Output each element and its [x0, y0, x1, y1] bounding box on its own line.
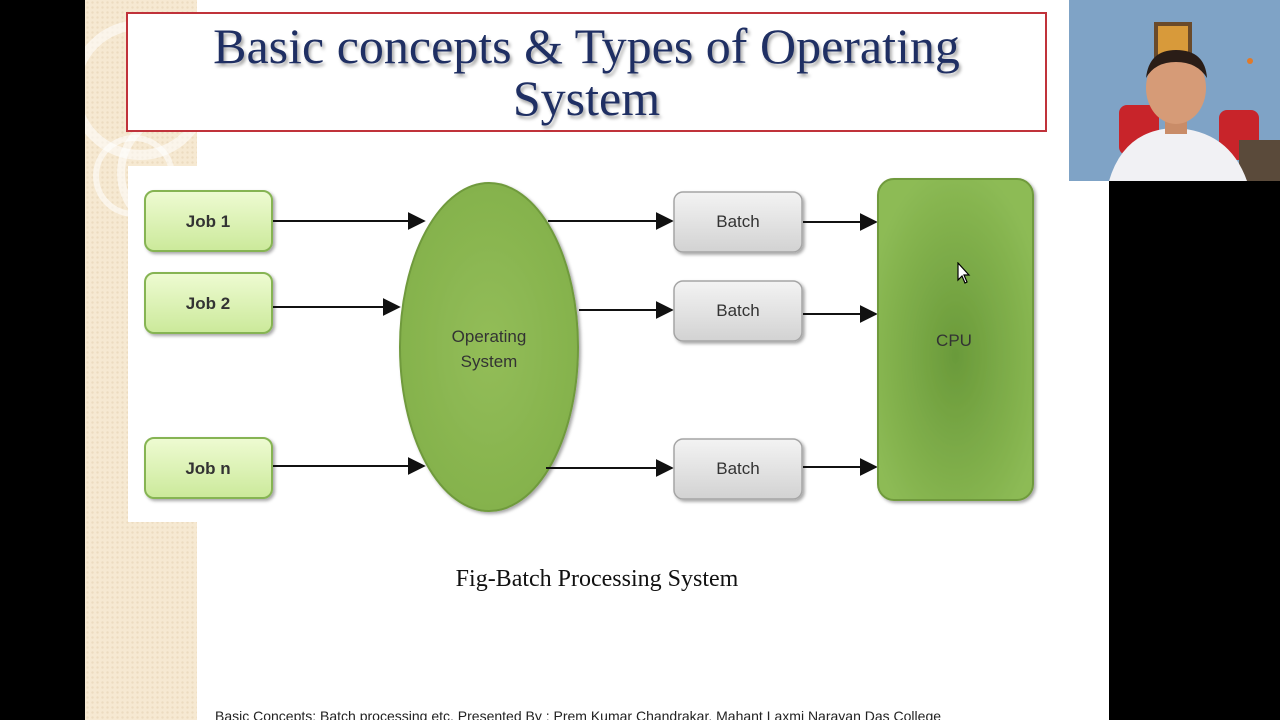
batch-box-2: Batch — [673, 280, 803, 342]
job-label: Job 2 — [186, 294, 230, 313]
cpu-node: CPU — [877, 178, 1034, 501]
mouse-cursor-icon — [957, 262, 971, 284]
job-label: Job 1 — [186, 212, 230, 231]
figure-caption: Fig-Batch Processing System — [455, 566, 739, 592]
operating-system-node: Operating System — [399, 182, 579, 512]
job-box-1: Job 1 — [144, 190, 273, 252]
slide-footer: Basic Concepts: Batch processing etc. Pr… — [215, 708, 942, 720]
presenter-video-icon — [1069, 0, 1280, 181]
title-box: Basic concepts & Types of Operating Syst… — [126, 12, 1047, 132]
cpu-label: CPU — [936, 331, 972, 350]
batch-label: Batch — [716, 459, 759, 478]
job-box-n: Job n — [144, 437, 273, 499]
slide-title: Basic concepts & Types of Operating Syst… — [213, 18, 960, 126]
batch-label: Batch — [716, 301, 759, 320]
batch-label: Batch — [716, 212, 759, 231]
os-label-line1: Operating — [452, 327, 527, 346]
job-box-2: Job 2 — [144, 272, 273, 334]
os-label-line2: System — [461, 352, 518, 371]
batch-processing-diagram: Job 1 Job 2 Job n Operating System Batch… — [128, 166, 1053, 522]
batch-box-1: Batch — [673, 191, 803, 253]
presenter-webcam — [1069, 0, 1280, 181]
batch-box-3: Batch — [673, 438, 803, 500]
job-label: Job n — [185, 459, 230, 478]
